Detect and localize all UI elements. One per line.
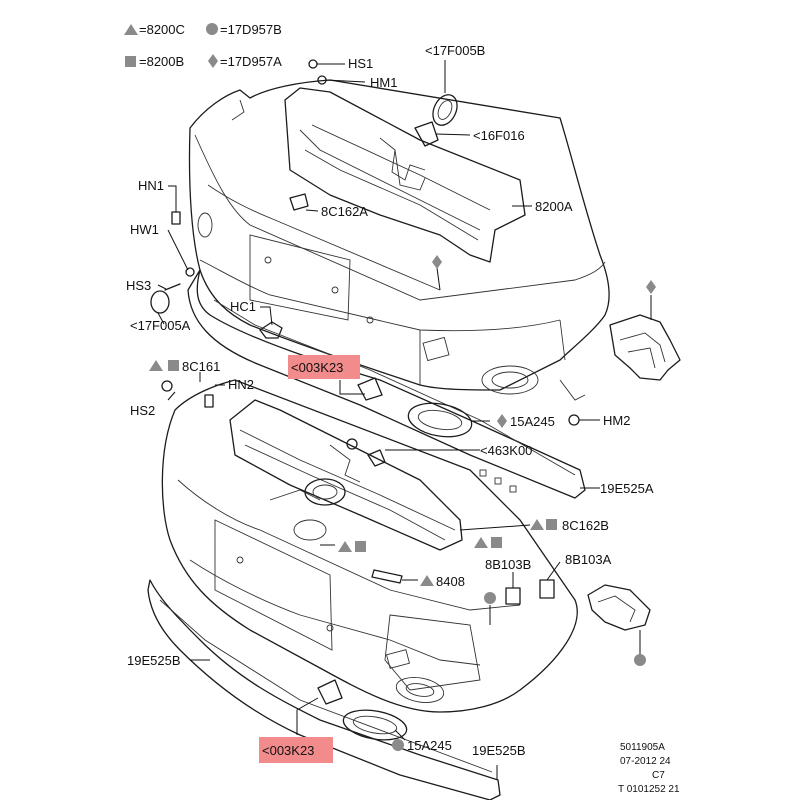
label-8b103b[interactable]: 8B103B [485,557,531,572]
legend-8200c: =8200C [139,22,185,37]
nut-hm2-icon [568,414,580,426]
upper-emblem [414,94,458,147]
lower-right-bracket [587,584,651,631]
footer-line-1: 5011905A [620,742,665,753]
label-463k00[interactable]: <463K00 [480,443,532,458]
part-labels: HS1 HM1 <17F005B <16F016 HN1 8C162A 8200… [126,43,654,758]
label-hc1[interactable]: HC1 [230,299,256,314]
circle-icon [634,654,646,666]
label-8c162b[interactable]: 8C162B [562,518,609,533]
triangle-icon [530,519,544,530]
label-hs3[interactable]: HS3 [126,278,151,293]
label-19e525a[interactable]: 19E525A [600,481,654,496]
legend: =8200C =17D957B =8200B =17D957A [124,22,282,69]
legend-17d957b: =17D957B [220,22,282,37]
triangle-icon [474,537,488,548]
clip-8c162a-icon [289,193,309,211]
upper-grille [284,87,526,263]
label-17f005a[interactable]: <17F005A [130,318,191,333]
label-8c162a[interactable]: 8C162A [321,204,368,219]
washer-hw1-icon [185,267,195,277]
circle-icon [392,739,404,751]
square-icon [491,537,502,548]
leader-lines [157,60,652,780]
square-icon [168,360,179,371]
footer-line-3: C7 [652,770,665,781]
square-icon [546,519,557,530]
label-19e525b-bottom[interactable]: 19E525B [472,743,526,758]
clip-463k00 [346,438,386,467]
upper-bumper-cover [188,79,610,401]
triangle-icon [149,360,163,371]
diamond-icon [432,255,442,269]
fog-bezel-15a245 [407,402,473,438]
nut-hn2-icon [204,394,214,408]
legend-17d957a: =17D957A [220,54,282,69]
label-hn1[interactable]: HN1 [138,178,164,193]
label-hw1[interactable]: HW1 [130,222,159,237]
label-hn2[interactable]: HN2 [228,377,254,392]
label-19e525b-left[interactable]: 19E525B [127,653,181,668]
badge-8408 [371,569,403,584]
lower-reinforcement-19e525a [187,269,586,499]
label-8408[interactable]: 8408 [436,574,465,589]
label-003k23-bottom[interactable]: <003K23 [262,743,314,758]
upper-left-bracket-hc1 [259,321,283,339]
legend-8200b: =8200B [139,54,184,69]
screw-hs3-icon [164,283,181,291]
screw-hs2-icon [161,380,173,392]
highlight-003k23-top [288,355,360,379]
label-8c161[interactable]: 8C161 [182,359,220,374]
label-15a245-top[interactable]: 15A245 [510,414,555,429]
lower-fog-bezel-15a245 [342,709,408,741]
callout-symbols [149,255,656,751]
lower-reinforcement-19e525b [147,579,501,800]
label-003k23-top[interactable]: <003K23 [291,360,343,375]
lower-emblem [304,478,346,506]
tow-cover-top [357,377,383,401]
lower-bumper-cover [161,379,578,713]
label-hs1[interactable]: HS1 [348,56,373,71]
diamond-icon [646,280,656,294]
circle-icon [206,23,218,35]
label-8200a[interactable]: 8200A [535,199,573,214]
cap-17f005a-icon [150,290,170,314]
circle-icon [484,592,496,604]
triangle-icon [338,541,352,552]
upper-right-bracket [609,314,681,381]
label-hs2[interactable]: HS2 [130,403,155,418]
footer-line-4: T 0101252 21 [618,784,680,795]
footer-line-2: 07-2012 24 [620,756,671,767]
screw-hs1-icon [308,59,318,69]
label-hm2[interactable]: HM2 [603,413,630,428]
label-17f005b[interactable]: <17F005B [425,43,485,58]
triangle-icon [124,24,138,35]
diamond-icon [208,54,218,68]
triangle-icon [420,575,434,586]
square-icon [125,56,136,67]
nut-hn1-icon [171,211,181,225]
square-icon [355,541,366,552]
label-hm1[interactable]: HM1 [370,75,397,90]
tow-cover-bottom [317,679,343,705]
label-8b103a[interactable]: 8B103A [565,552,612,567]
label-16f016[interactable]: <16F016 [473,128,525,143]
label-15a245-bottom[interactable]: 15A245 [407,738,452,753]
diagram-footer: 5011905A 07-2012 24 C7 T 0101252 21 [618,742,680,795]
highlight-003k23-bottom [259,737,333,763]
diamond-icon [497,414,507,428]
